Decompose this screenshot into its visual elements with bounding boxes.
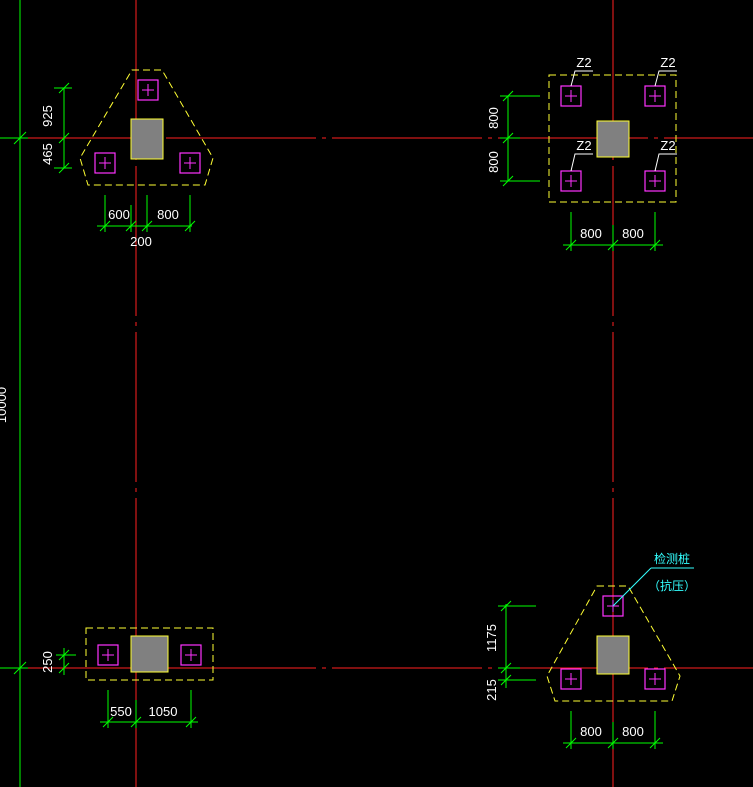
dimension-tick	[607, 737, 619, 749]
column	[596, 635, 630, 675]
dim-label: 550	[110, 704, 132, 719]
dimension-tick	[185, 716, 197, 728]
pile-label: Z2	[576, 138, 591, 153]
dimension-tick	[58, 82, 70, 94]
dim-label: 1050	[149, 704, 178, 719]
pile	[179, 152, 201, 174]
pile-label-leader	[654, 70, 677, 87]
dimension-tick	[99, 220, 111, 232]
dimension-tick	[649, 737, 661, 749]
dim-label: 800	[622, 724, 644, 739]
pile	[560, 668, 582, 690]
pile-label-leader	[654, 153, 677, 172]
overall-dimension: 10000	[0, 0, 28, 787]
column	[130, 118, 164, 160]
pile	[180, 644, 202, 666]
callout-text: 检测桩	[654, 551, 690, 566]
pile	[644, 85, 666, 107]
pile	[644, 170, 666, 192]
dimension-tick	[102, 716, 114, 728]
pile-label: Z2	[576, 55, 591, 70]
column	[130, 635, 169, 673]
dimension-tick	[184, 220, 196, 232]
pile-label-leader	[570, 70, 593, 87]
pile	[644, 668, 666, 690]
pile	[94, 152, 116, 174]
overall-dimension-label: 10000	[0, 387, 9, 423]
pile	[560, 85, 582, 107]
dim-label: 800	[157, 207, 179, 222]
pile	[97, 644, 119, 666]
dimension-tick	[141, 220, 153, 232]
dimension-tick	[58, 132, 70, 144]
dim-label: 465	[40, 143, 55, 165]
dimension-tick	[58, 649, 70, 661]
pile	[560, 170, 582, 192]
dim-label: 1175	[484, 624, 499, 652]
dimension-tick	[58, 162, 70, 174]
dim-label: 800	[486, 151, 501, 173]
pile-label-leader	[570, 153, 593, 172]
dimension-tick	[500, 662, 512, 674]
column	[596, 120, 630, 158]
dimension-tick	[565, 737, 577, 749]
dim-label: 600	[108, 207, 130, 222]
dimension-tick	[607, 239, 619, 251]
callout-leader	[612, 567, 652, 607]
dimension-tick	[500, 674, 512, 686]
pile-cap-triangle-bottom-right: 检测桩 （抗压） 1175 215 800 800	[484, 551, 696, 749]
pile-cap-rect-bottom-left: 250 550 1050	[40, 627, 214, 728]
dimension-tick	[649, 239, 661, 251]
dim-label: 800	[580, 226, 602, 241]
pile-label: Z2	[660, 138, 675, 153]
dim-label: 250	[40, 651, 55, 673]
dimension-tick	[58, 662, 70, 674]
pile	[137, 79, 159, 101]
pile-cap-outline	[79, 69, 214, 186]
dimension-tick	[125, 220, 137, 232]
dim-label: 800	[486, 107, 501, 129]
dim-label: 200	[130, 234, 152, 249]
dim-label: 925	[40, 105, 55, 127]
pile-label: Z2	[660, 55, 675, 70]
pile-cap-square-top-right: Z2 Z2 Z2 Z2 800 800 800 800	[486, 55, 677, 251]
dimension-tick	[565, 239, 577, 251]
dimension-tick	[502, 132, 514, 144]
dimension-tick	[13, 661, 27, 675]
dim-label: 800	[580, 724, 602, 739]
dimension-tick	[130, 716, 142, 728]
dimension-tick	[13, 131, 27, 145]
dimension-tick	[502, 175, 514, 187]
callout-text: （抗压）	[648, 578, 696, 593]
dim-label: 800	[622, 226, 644, 241]
pile-cap-triangle-top-left: 925 465 600 800 200	[40, 69, 214, 249]
pile-cap-outline	[548, 74, 677, 203]
dim-label: 215	[484, 679, 499, 701]
dimension-tick	[500, 600, 512, 612]
pile-cap-outline	[85, 627, 214, 681]
dimension-tick	[502, 90, 514, 102]
